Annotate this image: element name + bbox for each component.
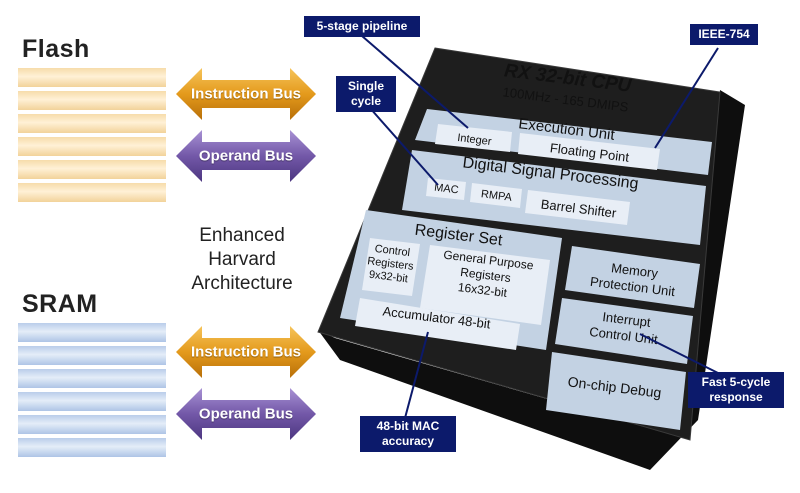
icu-block — [555, 298, 693, 364]
control-registers-line3: 9x32-bit — [368, 269, 408, 286]
operand-bus-arrow-sram: Operand Bus — [176, 386, 316, 442]
instruction-bus-label: Instruction Bus — [190, 343, 301, 361]
mac-label: MAC — [433, 182, 459, 197]
control-registers-line1: Control — [374, 243, 411, 259]
architecture-label: Enhanced Harvard Architecture — [191, 225, 293, 294]
control-registers-block — [362, 238, 420, 296]
instruction-bus-label: Instruction Bus — [190, 85, 301, 103]
barrel-shifter-block — [525, 190, 630, 225]
flash-memory-block — [18, 68, 166, 206]
instruction-bus-arrow-sram: Instruction Bus — [176, 324, 316, 380]
sram-title: SRAM — [22, 290, 98, 318]
operand-bus-label: Operand Bus — [198, 405, 294, 423]
rmpa-block — [470, 183, 522, 208]
control-registers-line2: Registers — [367, 255, 415, 273]
debug-block — [546, 352, 686, 430]
sram-memory-block — [18, 323, 166, 461]
rmpa-label: RMPA — [480, 188, 513, 204]
operand-bus-arrow-flash: Operand Bus — [176, 128, 316, 184]
floating-point-block — [518, 133, 660, 170]
gp-registers-block — [420, 245, 550, 325]
mpu-line1: Memory — [610, 260, 659, 281]
integer-block — [435, 124, 512, 152]
accumulator-block — [355, 298, 520, 350]
flash-title: Flash — [22, 35, 90, 63]
gp-registers-line3: 16x32-bit — [457, 280, 508, 300]
icu-line1: Interrupt — [602, 309, 652, 330]
instruction-bus-arrow-flash: Instruction Bus — [176, 66, 316, 122]
operand-bus-label: Operand Bus — [198, 147, 294, 165]
callout-fast-response: Fast 5-cycle response — [688, 372, 784, 408]
callout-pipeline: 5-stage pipeline — [304, 16, 420, 37]
callout-mac-accuracy: 48-bit MAC accuracy — [360, 416, 456, 452]
callout-single-cycle: Single cycle — [336, 76, 396, 112]
integer-label: Integer — [457, 132, 493, 148]
mpu-block — [565, 246, 700, 308]
callout-ieee: IEEE-754 — [690, 24, 758, 45]
gp-registers-line2: Registers — [459, 265, 511, 285]
